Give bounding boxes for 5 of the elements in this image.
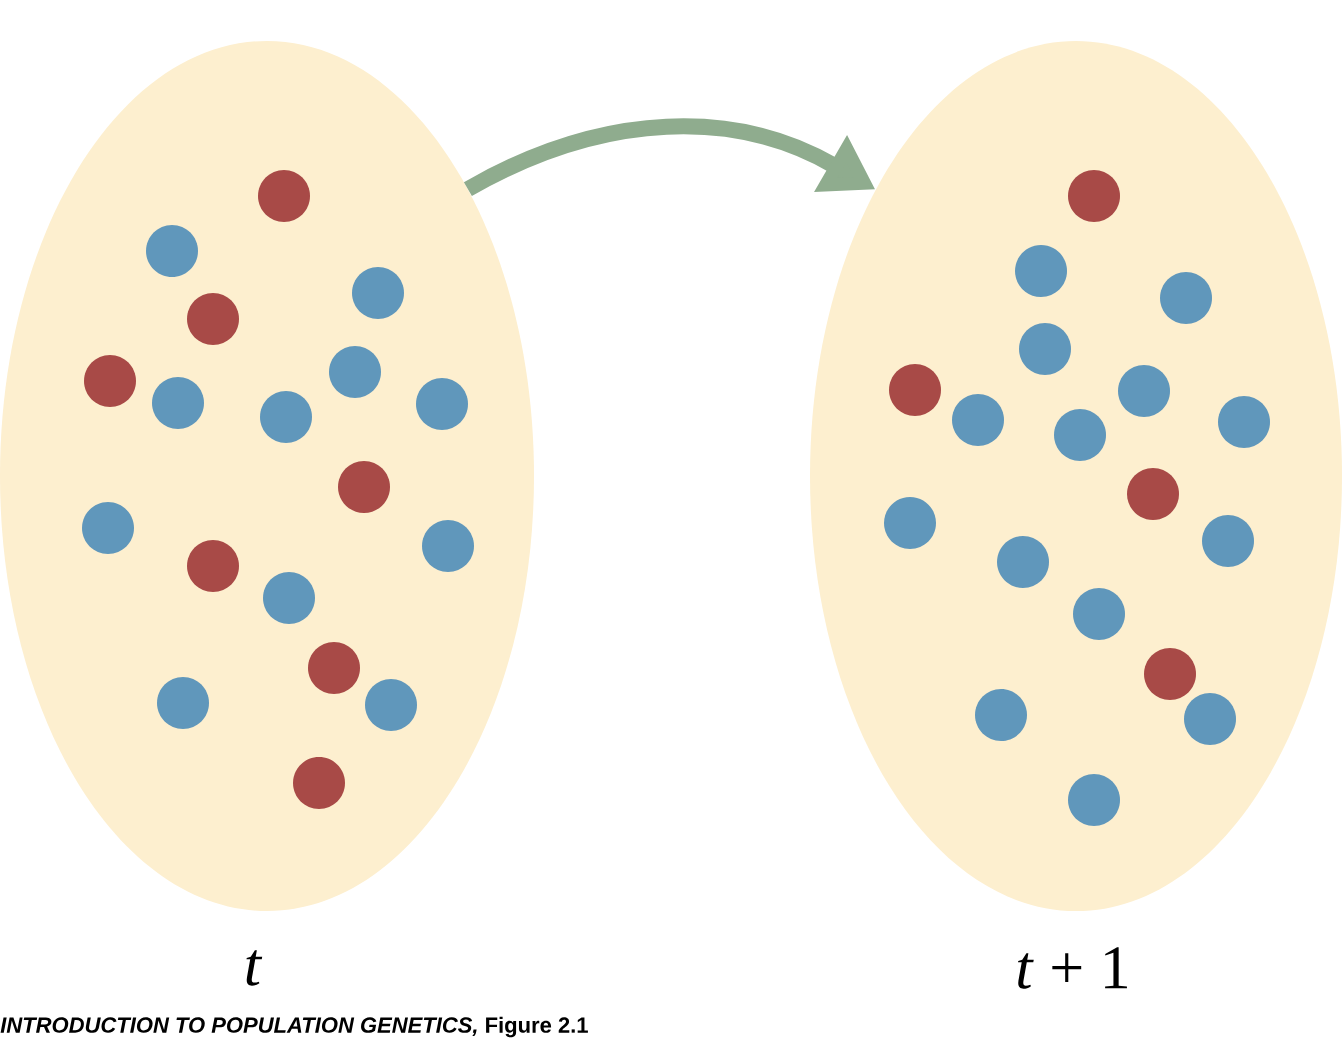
population-ellipse: [0, 41, 534, 911]
caption: INTRODUCTION TO POPULATION GENETICS, Figure 2.1: [0, 1016, 588, 1038]
population-ellipse: [810, 41, 1342, 911]
time-label: t + 1: [1018, 947, 1127, 989]
time-label: t: [246, 950, 263, 986]
